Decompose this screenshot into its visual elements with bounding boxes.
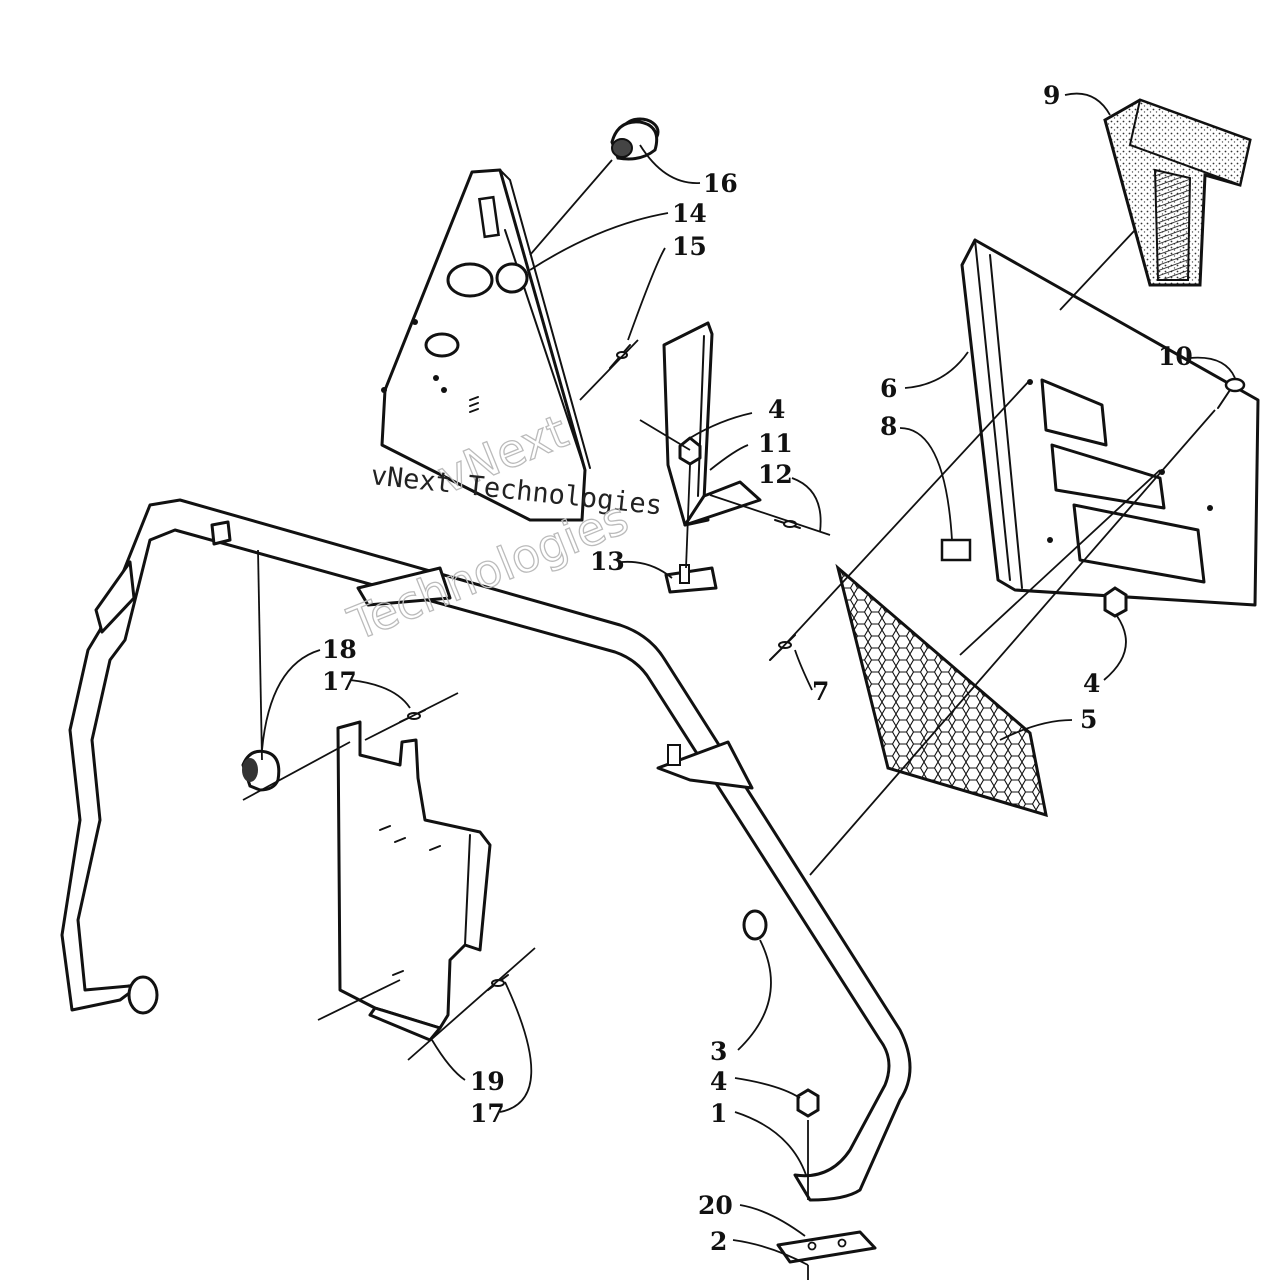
bolt-part-10 [1217, 377, 1246, 409]
callout-3: 3 [710, 1037, 727, 1066]
nut-part-4-right [1103, 586, 1128, 618]
mesh-screen-part-5 [835, 563, 1048, 818]
callout-4-right: 4 [1083, 669, 1100, 698]
alignment-lines [242, 159, 1216, 1280]
callout-7: 7 [812, 677, 829, 706]
callout-11: 11 [758, 429, 793, 458]
callout-20: 20 [698, 1191, 733, 1220]
rivet-part-15 [609, 344, 631, 369]
center-bracket [662, 321, 762, 594]
callout-19: 19 [470, 1067, 505, 1096]
knob-part-16 [610, 117, 660, 161]
nut-part-4-lower [796, 1088, 820, 1118]
callout-17-top: 17 [322, 667, 357, 696]
callout-12: 12 [758, 460, 793, 489]
callout-6: 6 [880, 374, 897, 403]
clip-part-8 [940, 538, 972, 562]
callout-4-top: 4 [768, 395, 785, 424]
callout-14: 14 [672, 199, 707, 228]
left-side-panel [380, 168, 591, 522]
callout-18: 18 [322, 635, 357, 664]
callout-9: 9 [1043, 81, 1060, 110]
callout-5: 5 [1080, 705, 1097, 734]
foam-block-part-9 [1103, 98, 1252, 287]
callout-13: 13 [590, 547, 625, 576]
callout-16: 16 [703, 169, 738, 198]
lower-shield-panel [336, 720, 492, 1042]
callout-leaders [261, 92, 1236, 1266]
tube-frame-part-1 [60, 498, 912, 1202]
callout-4-bottom: 4 [710, 1067, 727, 1096]
nut-part-3 [742, 909, 768, 941]
callout-1: 1 [710, 1099, 727, 1128]
callout-8: 8 [880, 412, 897, 441]
callout-10: 10 [1158, 342, 1193, 371]
right-side-panel [960, 238, 1260, 607]
clamp-part-18 [241, 749, 281, 792]
callout-labels: 16 14 15 9 10 6 8 4 11 12 13 7 4 5 18 17… [322, 81, 1193, 1256]
bottom-plate-part-2 [776, 1230, 877, 1264]
callout-2: 2 [710, 1227, 727, 1256]
callout-15: 15 [672, 232, 707, 261]
callout-17-bottom: 17 [470, 1099, 505, 1128]
